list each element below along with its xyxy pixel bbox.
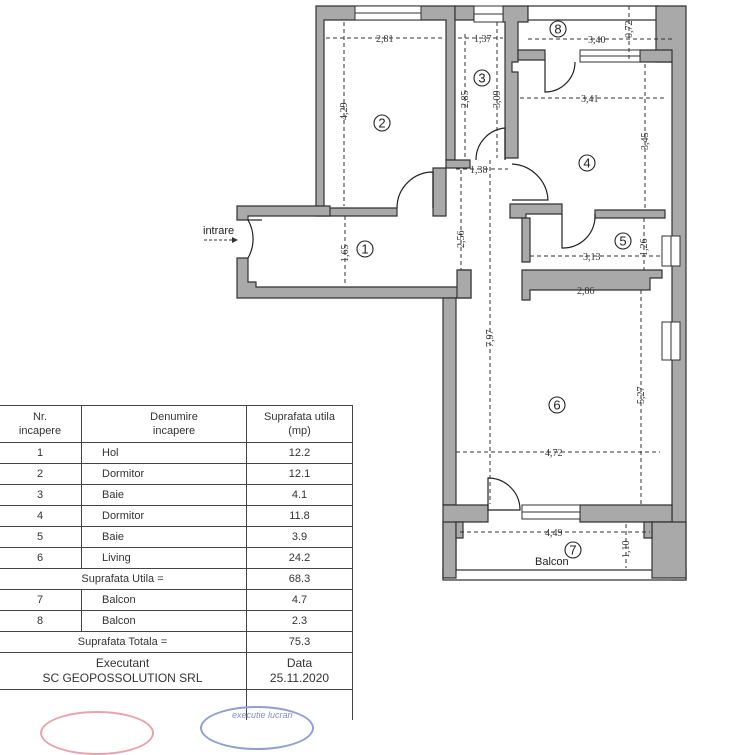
room-marker-5: 5 xyxy=(614,232,632,250)
dim-2-56: 2,56 xyxy=(456,231,467,249)
dim-3-40: 3,40 xyxy=(588,35,606,46)
svg-text:8: 8 xyxy=(554,22,561,37)
room-marker-3: 3 xyxy=(473,69,491,87)
header-nr: Nr.incapere xyxy=(0,405,82,443)
balcony-label: Balcon xyxy=(535,556,569,568)
walls xyxy=(236,5,687,581)
dim-5-27: 5,27 xyxy=(636,387,647,405)
room-marker-1: 1 xyxy=(356,240,374,258)
dim-3-13: 3,13 xyxy=(583,252,601,263)
dimension-labels: 2,81 4,29 1,37 2,85 3,09 3,40 0,72 3,41 … xyxy=(339,21,651,559)
svg-text:2: 2 xyxy=(378,116,385,131)
dim-2-86: 2,86 xyxy=(577,286,595,297)
dim-1-26: 1,26 xyxy=(639,239,650,257)
dim-2-85: 2,85 xyxy=(460,91,471,109)
floor-plan: 2,81 4,29 1,37 2,85 3,09 3,40 0,72 3,41 … xyxy=(203,5,687,581)
svg-text:5: 5 xyxy=(619,234,626,249)
dim-1-37: 1,37 xyxy=(474,34,492,45)
dim-4-49: 4,49 xyxy=(545,528,563,539)
svg-text:4: 4 xyxy=(583,156,590,171)
svg-text:6: 6 xyxy=(553,398,560,413)
entrance-label: intrare xyxy=(203,225,234,237)
dimension-lines xyxy=(326,6,672,568)
room-marker-6: 6 xyxy=(548,396,566,414)
dim-4-29: 4,29 xyxy=(339,103,350,121)
room-marker-4: 4 xyxy=(578,154,596,172)
dim-3-09: 3,09 xyxy=(492,91,503,109)
dim-3-45: 3,45 xyxy=(640,133,651,151)
entrance-arrowhead-icon xyxy=(232,237,238,243)
dim-4-72: 4,72 xyxy=(545,448,563,459)
dim-1-10: 1,10 xyxy=(621,541,632,559)
room-marker-2: 2 xyxy=(373,114,391,132)
blue-stamp: executie lucrari xyxy=(200,706,314,750)
room-markers: 1 2 3 4 5 6 7 8 xyxy=(356,20,632,559)
dim-7-97: 7,97 xyxy=(485,330,496,348)
dim-3-41: 3,41 xyxy=(581,94,599,105)
windows xyxy=(354,5,686,581)
doors xyxy=(247,60,596,511)
red-stamp xyxy=(40,711,154,755)
dim-1-65: 1,65 xyxy=(340,245,351,263)
svg-text:3: 3 xyxy=(478,71,485,86)
room-marker-7: 7 xyxy=(564,541,582,559)
useful-total-row: Suprafata Utila =68.3 xyxy=(0,568,353,590)
dim-1-38: 1,38 xyxy=(470,165,488,176)
grand-total-row: Suprafata Totala =75.3 xyxy=(0,631,353,653)
dim-2-81: 2,81 xyxy=(376,34,394,45)
dim-0-72: 0,72 xyxy=(624,21,635,39)
room-marker-8: 8 xyxy=(549,20,567,38)
header-area: Suprafata utila(mp) xyxy=(246,405,353,443)
svg-text:1: 1 xyxy=(361,242,368,257)
svg-text:7: 7 xyxy=(569,543,576,558)
